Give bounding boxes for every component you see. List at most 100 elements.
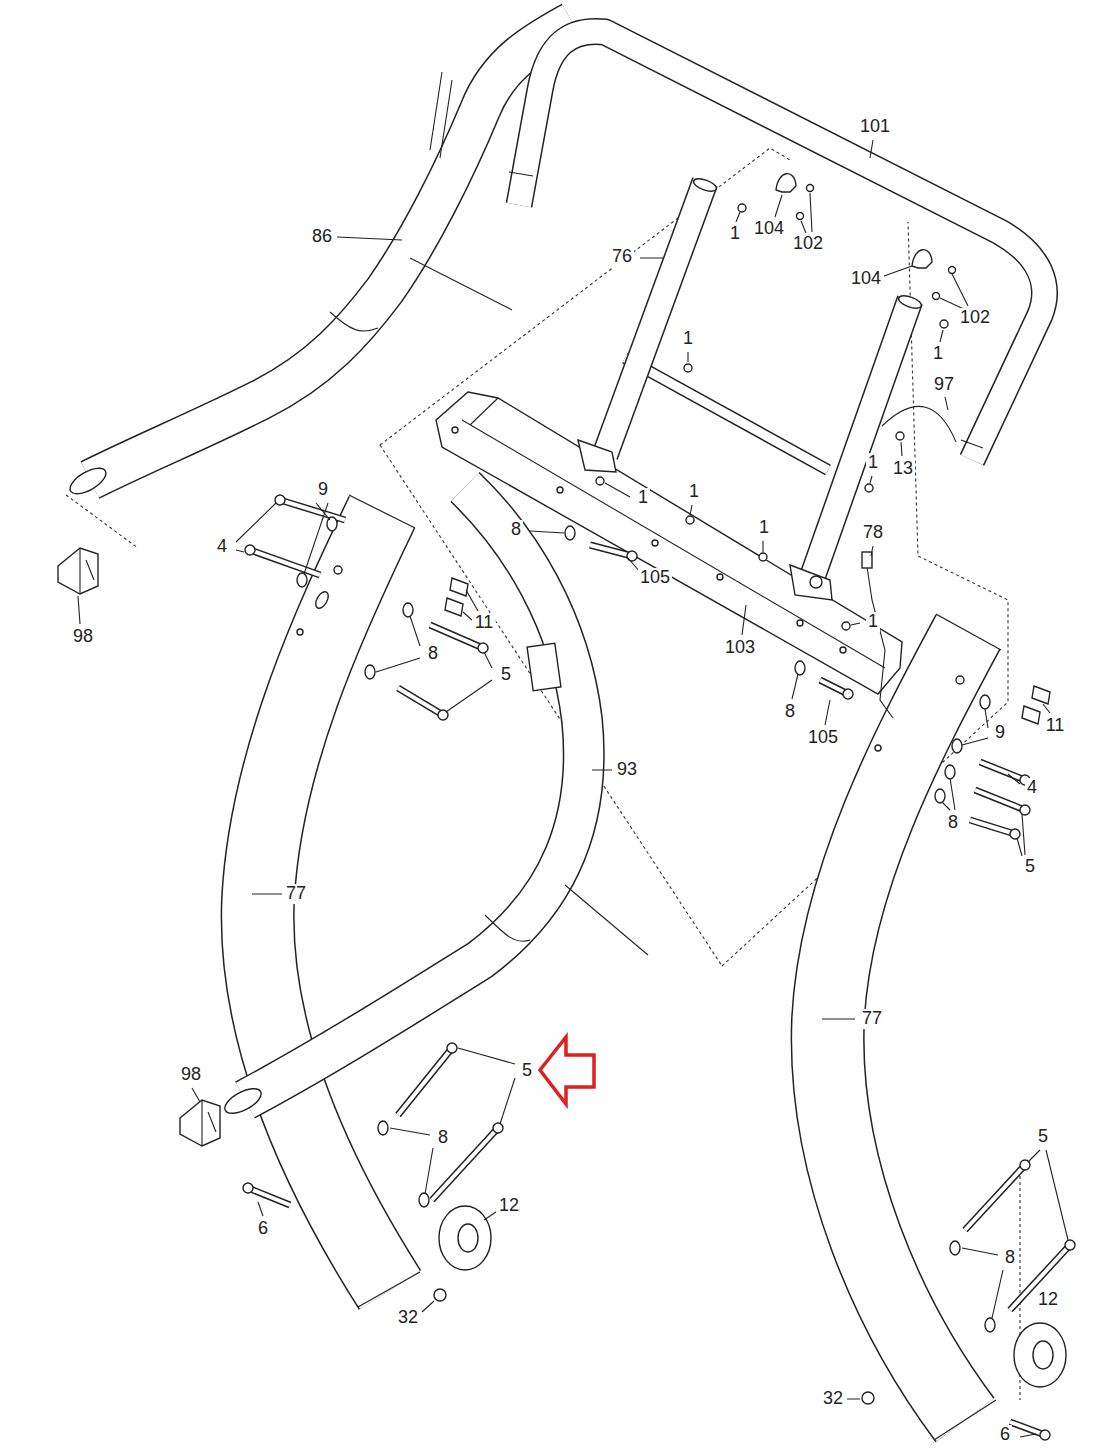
sensor-wire <box>565 885 648 955</box>
callout-number: 105 <box>806 728 840 748</box>
upright-tube-fill <box>258 512 390 1290</box>
end-caps <box>58 548 220 1146</box>
callout-number: 76 <box>610 247 634 267</box>
wheels <box>439 1206 1066 1387</box>
hole <box>334 566 342 574</box>
callout-number: 101 <box>858 117 892 137</box>
callout-number: 77 <box>284 884 308 904</box>
slot <box>313 590 331 611</box>
nut <box>434 1289 446 1301</box>
callout-number: 97 <box>932 375 956 395</box>
bolt-head <box>243 1183 253 1193</box>
upright-77-left <box>258 495 420 1307</box>
spacer <box>450 578 468 596</box>
upright-tube <box>605 182 705 455</box>
callout-number: 8 <box>1003 1248 1017 1268</box>
bracket <box>790 565 832 600</box>
hole <box>652 540 658 546</box>
callout-number: 1 <box>636 488 650 508</box>
sensor-wire <box>410 258 512 310</box>
wheel-hub <box>458 1224 478 1252</box>
callout-number: 102 <box>791 234 825 254</box>
hole <box>956 676 964 684</box>
screw <box>684 364 692 372</box>
callout-number: 93 <box>615 760 639 780</box>
grip-seam <box>330 312 378 331</box>
bracket <box>578 440 616 472</box>
bolts <box>243 495 1075 1440</box>
callout-number: 9 <box>316 480 330 500</box>
callout-number: 8 <box>783 702 797 722</box>
tube-end <box>66 463 110 499</box>
upright-tube <box>812 300 910 578</box>
callout-number: 8 <box>509 520 523 540</box>
hole <box>875 745 881 751</box>
upright-77-right <box>828 614 1001 1440</box>
washer <box>985 1318 995 1332</box>
bolt-head <box>1065 1240 1075 1250</box>
grip-seam <box>485 915 530 941</box>
callout-number: 1 <box>681 329 695 349</box>
cross-tube <box>625 358 828 470</box>
tube-end <box>349 495 420 1307</box>
wire-78 <box>866 560 893 718</box>
spacer <box>445 598 463 616</box>
handrail-tube <box>245 487 584 1100</box>
callout-number: 8 <box>946 813 960 833</box>
handrail-101 <box>509 31 1044 460</box>
hole <box>810 576 822 588</box>
handrail-tube-fill <box>519 31 1044 460</box>
highlight-arrow <box>540 1037 594 1104</box>
cross-tube-fill <box>625 358 828 470</box>
callout-number: 11 <box>473 613 496 633</box>
wheel-hub <box>1033 1341 1053 1369</box>
clamp <box>776 174 796 192</box>
callout-number: 4 <box>1025 778 1039 798</box>
callout-number: 1 <box>687 482 701 502</box>
callout-number: 103 <box>723 638 757 658</box>
callout-number: 104 <box>752 219 786 239</box>
tube-end <box>221 1084 265 1119</box>
spacer <box>1032 686 1050 704</box>
screw <box>807 185 814 192</box>
washer <box>419 1193 429 1207</box>
callout-number: 5 <box>1023 857 1037 877</box>
callout-number: 86 <box>310 227 334 247</box>
screw <box>949 267 956 274</box>
screw <box>686 516 694 524</box>
screw <box>738 204 746 212</box>
callout-number: 1 <box>757 518 771 538</box>
hole <box>717 574 723 580</box>
callout-number: 77 <box>860 1009 884 1029</box>
screw <box>797 213 804 220</box>
end-cap <box>180 1100 220 1146</box>
screw <box>896 432 904 440</box>
leader-lines <box>78 140 1068 1437</box>
callout-number: 1 <box>931 344 945 364</box>
callout-number: 105 <box>638 568 672 588</box>
washer <box>565 526 575 540</box>
callout-number: 102 <box>958 308 992 328</box>
callout-number: 4 <box>215 537 229 557</box>
washer <box>297 573 307 587</box>
bolt-head <box>275 495 285 505</box>
washer <box>945 765 955 779</box>
callout-number: 13 <box>891 459 915 479</box>
callout-number: 9 <box>993 723 1007 743</box>
bolt-head <box>447 1043 457 1053</box>
tube-end <box>897 293 923 311</box>
pulse-grip <box>527 643 561 690</box>
wheel <box>1014 1323 1066 1387</box>
bolt-head <box>843 689 853 699</box>
connector <box>862 552 872 568</box>
hardware <box>596 174 956 718</box>
washer <box>795 661 805 675</box>
nut <box>862 1392 874 1404</box>
callout-number: 6 <box>998 1425 1012 1445</box>
callout-number: 104 <box>849 269 883 289</box>
callout-number: 98 <box>179 1065 203 1085</box>
upright-tube-fill <box>605 182 705 455</box>
callout-number: 1 <box>866 453 880 473</box>
callout-number: 8 <box>436 1128 450 1148</box>
